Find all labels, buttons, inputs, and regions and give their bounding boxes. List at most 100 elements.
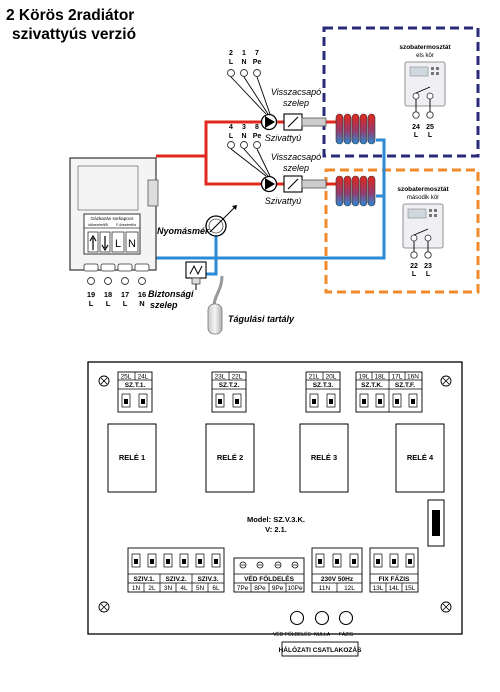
bottom-block-label: FIX FÁZIS xyxy=(379,574,410,583)
pressure-gauge-icon xyxy=(205,205,237,237)
model-line-2: V: 2.1. xyxy=(265,525,287,534)
bottom-block-num: 14L xyxy=(389,585,400,592)
thermostat-1-title: szobatermosztát xyxy=(399,44,451,51)
relay-4-label: RELÉ 4 xyxy=(407,453,434,462)
fuse-holder-icon xyxy=(427,499,445,547)
hot-pipes xyxy=(156,120,336,186)
bottom-block-label: SZIV.1. xyxy=(133,576,154,583)
thermostat-2-t2-num: 23 xyxy=(424,263,432,270)
bottom-block-label: SZIV.3. xyxy=(197,576,218,583)
safety-valve-label-2: szelep xyxy=(150,300,178,310)
mains-title: HÁLÓZATI CSATLAKOZÁS xyxy=(279,645,362,654)
title-line-1: 2 Körös 2radiátor xyxy=(6,7,135,24)
top-terminal-block-4-5 xyxy=(355,371,423,413)
boiler-panel-sub1: Idővezérelt/B xyxy=(88,223,109,227)
pump-1-terminals xyxy=(227,69,271,115)
pump-2-icon xyxy=(260,175,278,193)
relay-2-label: RELÉ 2 xyxy=(217,453,243,462)
boiler-panel-title: Gázkazán sorkapocs xyxy=(91,216,135,221)
thermostat-1-icon xyxy=(404,61,446,107)
pump-1-icon xyxy=(260,113,278,131)
top-block-label: SZ.T.2. xyxy=(219,382,240,389)
top-block-num: 21L xyxy=(309,374,320,381)
pump-2-terminal-num: 8 xyxy=(255,124,259,131)
expansion-tank-icon xyxy=(207,275,224,335)
boiler-terminal-num: 16 xyxy=(138,290,146,299)
pump-2-label: Szivattyú xyxy=(265,196,302,206)
boiler-terminal-type: N xyxy=(139,299,144,308)
boiler-cell-l: L xyxy=(115,238,121,250)
relay-1-label: RELÉ 1 xyxy=(119,453,145,462)
bottom-block-label: SZIV.2. xyxy=(165,576,186,583)
bottom-terminal-block-230v xyxy=(311,547,363,593)
bottom-block-num: 4L xyxy=(180,585,188,592)
top-block-num: 23L xyxy=(215,374,226,381)
bottom-block-num: 12L xyxy=(344,585,355,592)
safety-valve-icon xyxy=(185,261,207,290)
pump-1-terminal-type: N xyxy=(241,59,246,66)
radiator-2-icon xyxy=(335,175,376,207)
pressure-gauge-label: Nyomásmér xyxy=(157,226,209,236)
pump-2-terminal-type: N xyxy=(241,133,246,140)
bottom-block-label: 230V 50Hz xyxy=(321,576,354,583)
boiler-terminal-num: 17 xyxy=(121,290,129,299)
check-valve-1-icon xyxy=(277,113,327,131)
pump-1-valve-label-2: szelep xyxy=(283,98,309,108)
bottom-block-num: 9Pe xyxy=(272,585,284,592)
safety-valve-label-1: Biztonsági xyxy=(148,289,194,299)
thermostat-2-title: szobatermosztát xyxy=(397,186,449,193)
pump-2-valve-label-1: Visszacsapó xyxy=(271,152,321,162)
top-block-num: 20L xyxy=(326,374,337,381)
bottom-block-num: 6L xyxy=(212,585,220,592)
thermostat-1-subtitle: els kör xyxy=(416,53,434,59)
thermostat-1-t2-type: L xyxy=(428,132,433,139)
pump-2-terminal-type: Pe xyxy=(253,133,262,140)
pump-1-terminal-type: L xyxy=(229,59,234,66)
boiler-terminal-num: 18 xyxy=(104,290,112,299)
boiler-panel-sub2: F-ővezérelt/a xyxy=(116,223,136,227)
top-block-num: 24L xyxy=(138,374,149,381)
top-block-num: 16N xyxy=(407,374,419,381)
pump-2-terminal-num: 3 xyxy=(242,124,246,131)
thermostat-2-icon xyxy=(402,203,444,249)
mains-label: VÉD FÖLDELÉS xyxy=(273,631,311,638)
bottom-terminal-block-fix xyxy=(369,547,419,593)
bottom-block-num: 1N xyxy=(132,585,141,592)
top-terminal-block-1 xyxy=(117,371,153,413)
mains-title-box xyxy=(281,641,359,657)
thermostat-2-t1-num: 22 xyxy=(410,263,418,270)
top-terminal-block-2 xyxy=(211,371,247,413)
pump-2-terminal-num: 4 xyxy=(229,124,233,131)
bottom-block-label: VÉD FÖLDELÉS xyxy=(244,574,295,583)
top-block-num: 19L xyxy=(359,374,370,381)
pump-1-valve-label-1: Visszacsapó xyxy=(271,87,321,97)
mains-connector-icons xyxy=(289,610,354,626)
title-line-2: szivattyús verzió xyxy=(12,26,137,43)
boiler-terminal-num: 19 xyxy=(87,290,95,299)
thermostat-2-t1-type: L xyxy=(412,271,417,278)
pump-1-terminal-type: Pe xyxy=(253,59,262,66)
top-block-num: 22L xyxy=(232,374,243,381)
boiler-terminal-type: L xyxy=(106,299,111,308)
expansion-tank-label: Tágulási tartály xyxy=(228,314,295,324)
boiler-terminal-type: L xyxy=(89,299,94,308)
thermostat-1-terminals xyxy=(415,99,431,112)
bottom-block-num: 8Pe xyxy=(254,585,266,592)
boiler-terminal-type: L xyxy=(123,299,128,308)
check-valve-2-icon xyxy=(277,175,327,193)
thermostat-1-t2-num: 25 xyxy=(426,124,434,131)
model-line-1: Model: SZ.V.3.K. xyxy=(247,515,305,524)
pump-2-terminals xyxy=(227,141,271,177)
bottom-block-num: 5N xyxy=(196,585,205,592)
bottom-block-num: 11N xyxy=(319,585,331,592)
top-block-num: 18L xyxy=(375,374,386,381)
thermostat-1-t1-type: L xyxy=(414,132,419,139)
bottom-block-num: 3N xyxy=(164,585,173,592)
bottom-block-num: 2L xyxy=(148,585,156,592)
bottom-terminal-block-ved xyxy=(233,557,305,593)
boiler-terminals xyxy=(82,263,150,285)
boiler xyxy=(69,157,159,271)
radiator-1-icon xyxy=(335,113,376,145)
top-block-num: 17L xyxy=(392,374,403,381)
bottom-block-num: 13L xyxy=(373,585,384,592)
